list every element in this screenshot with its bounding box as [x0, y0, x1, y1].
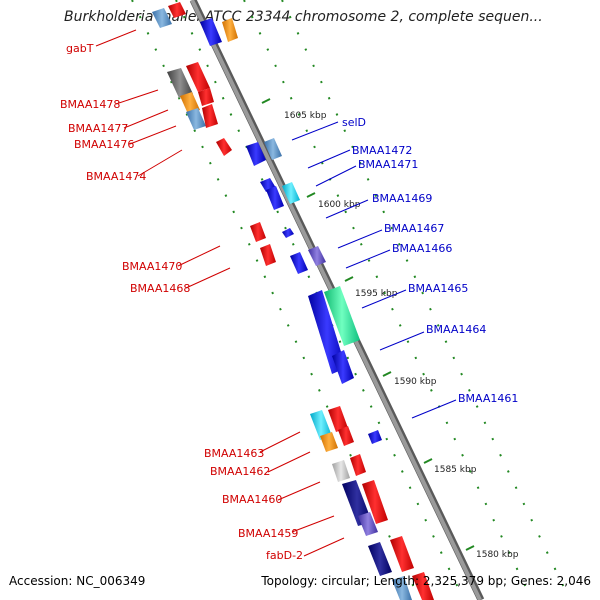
gene-BMAA1477-red	[198, 88, 214, 106]
gene-BMAA1462-orange	[320, 432, 338, 452]
gene-BMAA1472	[264, 138, 282, 160]
gene-bottom-steel	[392, 576, 412, 600]
genes-right-strand[interactable]	[200, 18, 382, 444]
gene-label-gabT[interactable]: gabT	[66, 42, 94, 55]
gene-BMAA1477	[180, 92, 200, 114]
gene-top-blue	[200, 18, 222, 46]
accession-text: Accession: NC_006349	[9, 574, 146, 588]
gene-label-BMAA1463[interactable]: BMAA1463	[204, 447, 264, 460]
gene-BMAA1462	[338, 426, 354, 446]
gene-BMAA1466-blue	[290, 252, 308, 274]
gene-label-BMAA1461[interactable]: BMAA1461	[458, 392, 518, 405]
gene-label-BMAA1471[interactable]: BMAA1471	[358, 158, 418, 171]
gene-label-BMAA1478[interactable]: BMAA1478	[60, 98, 120, 111]
gene-top-red	[168, 2, 186, 18]
gene-BMAA1466	[308, 246, 326, 266]
kbp-label-1585: 1585 kbp	[434, 465, 477, 475]
gene-fabD-2	[390, 536, 414, 572]
gene-top-orange	[222, 18, 238, 42]
gene-fabD-2-navy	[368, 542, 392, 576]
kbp-label-1590: 1590 kbp	[394, 377, 437, 387]
gene-BMAA1476-red	[202, 104, 218, 128]
genes-left-strand[interactable]	[152, 2, 434, 600]
gene-label-BMAA1469[interactable]: BMAA1469	[372, 192, 432, 205]
kbp-label-1595: 1595 kbp	[355, 289, 398, 299]
kbp-label-1600: 1600 kbp	[318, 200, 361, 210]
gene-label-BMAA1467[interactable]: BMAA1467	[384, 222, 444, 235]
gene-label-BMAA1476[interactable]: BMAA1476	[74, 138, 134, 151]
gene-BMAA1469	[282, 182, 300, 204]
gene-BMAA1474	[216, 138, 232, 156]
gene-bottom-red	[412, 572, 434, 600]
gene-BMAA1459	[362, 480, 388, 524]
gene-BMAA1464-tail	[332, 350, 354, 384]
gene-label-BMAA1472[interactable]: BMAA1472	[352, 144, 412, 157]
gene-label-BMAA1464[interactable]: BMAA1464	[426, 323, 486, 336]
gene-BMAA1476	[186, 108, 206, 130]
gene-label-BMAA1468[interactable]: BMAA1468	[130, 282, 190, 295]
gene-BMAA1478	[167, 68, 193, 98]
gene-label-selD[interactable]: selD	[342, 116, 366, 129]
gene-BMAA1463	[328, 406, 348, 432]
gene-BMAA1464	[308, 290, 346, 374]
kbp-label-1605: 1605 kbp	[284, 111, 327, 121]
gene-label-BMAA1466[interactable]: BMAA1466	[392, 242, 452, 255]
gene-BMAA1470	[250, 222, 266, 242]
gene-BMAA1469-blue	[266, 186, 284, 210]
right-leader-lines	[291, 121, 457, 419]
gene-BMAA1460-gray	[332, 460, 350, 482]
gene-label-BMAA1460[interactable]: BMAA1460	[222, 493, 282, 506]
gene-BMAA1459-purple	[358, 512, 378, 536]
right-dot-track-outer	[281, 0, 571, 600]
kbp-label-1580: 1580 kbp	[476, 550, 519, 560]
genome-stats-text: Topology: circular; Length: 2,325,379 bp…	[261, 574, 591, 588]
gene-label-fabD-2[interactable]: fabD-2	[266, 549, 303, 562]
gene-BMAA1460	[350, 454, 366, 476]
gene-label-BMAA1462[interactable]: BMAA1462	[210, 465, 270, 478]
gene-label-BMAA1465[interactable]: BMAA1465	[408, 282, 468, 295]
left-leader-lines	[95, 29, 345, 557]
gene-selD	[246, 142, 266, 166]
right-dot-track-inner	[243, 0, 533, 600]
gene-BMAA1465	[324, 286, 360, 346]
kbp-tick-marks	[261, 98, 475, 551]
gene-BMAA1461	[368, 430, 382, 444]
gene-label-BMAA1477[interactable]: BMAA1477	[68, 122, 128, 135]
gene-label-BMAA1474[interactable]: BMAA1474	[86, 170, 146, 183]
gene-label-BMAA1470[interactable]: BMAA1470	[122, 260, 182, 273]
gene-gabT	[152, 8, 172, 28]
gene-BMAA1467	[282, 228, 294, 238]
gene-BMAA1468	[260, 244, 276, 266]
gene-label-BMAA1459[interactable]: BMAA1459	[238, 527, 298, 540]
gene-BMAA1478-red	[186, 62, 210, 92]
gene-BMAA1463-cyan	[310, 410, 332, 440]
